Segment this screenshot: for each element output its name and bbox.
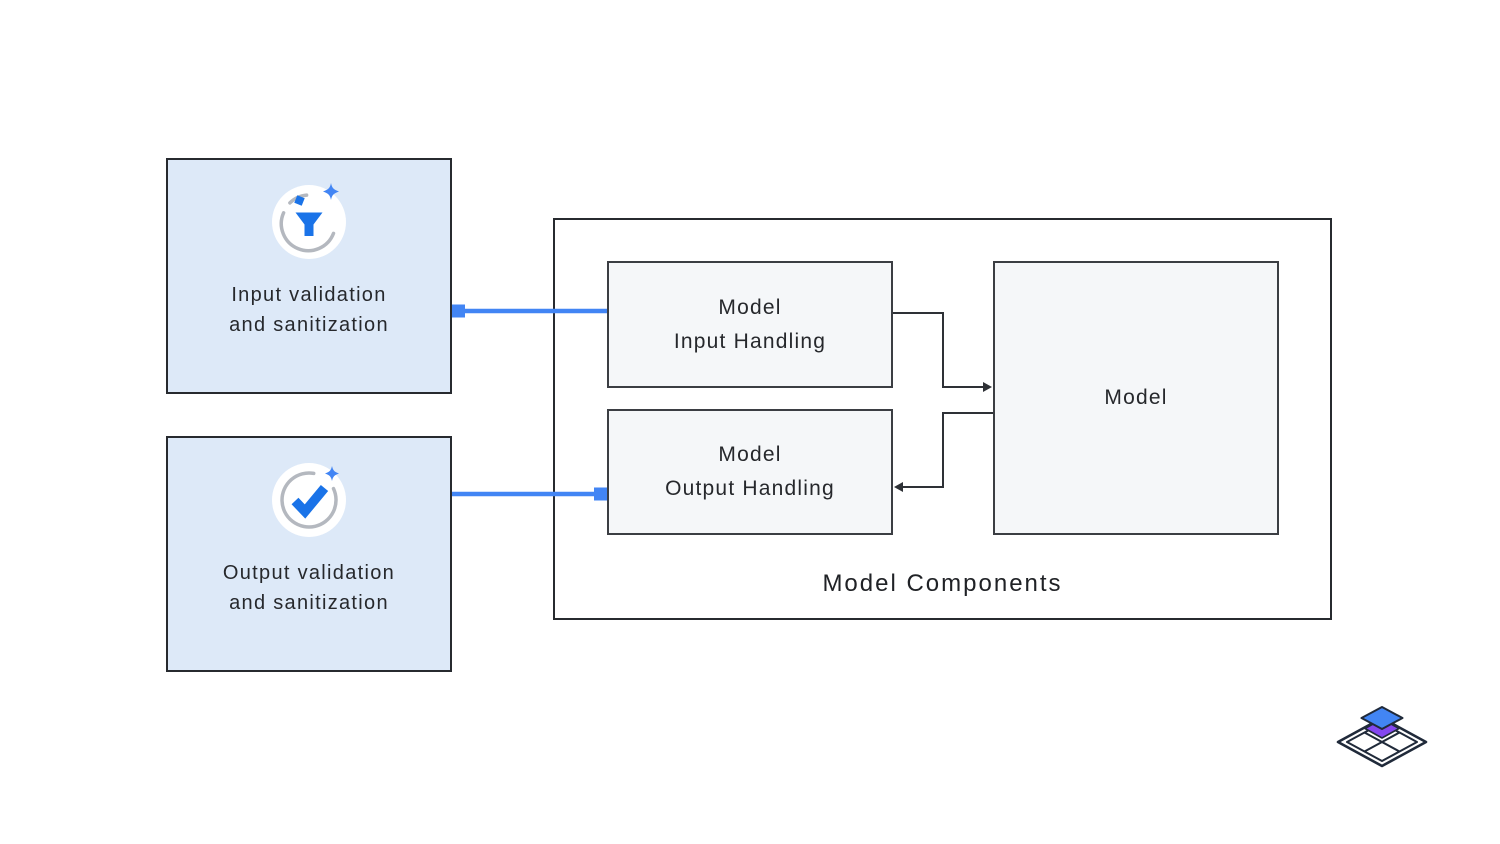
label-line: and sanitization — [229, 592, 389, 614]
box-label-line: Input Handling — [673, 329, 827, 353]
card-input-validation-label: Input validation and sanitization — [229, 280, 389, 340]
sparkle-glyph — [323, 183, 339, 200]
box-model-output-handling: Model Output Handling — [607, 409, 893, 535]
checkmark-glyph — [291, 484, 329, 519]
card-output-validation-label: Output validation and sanitization — [223, 558, 395, 618]
small-diamond-glyph — [294, 195, 305, 206]
check-sparkle-icon — [272, 463, 346, 537]
label-line: and sanitization — [229, 314, 389, 336]
box-label-line: Output Handling — [665, 477, 835, 500]
logo-blue-layer — [1360, 706, 1404, 730]
box-model: Model — [993, 261, 1279, 535]
sparkle-glyph — [325, 466, 339, 481]
box-label-line: Model — [1104, 386, 1168, 409]
model-components-container: Model Input Handling Model Output Handli… — [553, 218, 1332, 620]
funnel-glyph — [295, 212, 323, 236]
box-label-line: Model — [718, 443, 782, 466]
label-line: Input validation — [231, 284, 387, 306]
filter-sparkle-icon — [272, 183, 346, 259]
label-line: Output validation — [222, 562, 396, 584]
card-input-validation: Input validation and sanitization — [166, 158, 452, 394]
box-model-input-handling: Model Input Handling — [607, 261, 893, 388]
connector-square-endpoint — [452, 304, 465, 318]
layered-grid-logo — [1336, 706, 1428, 768]
card-output-validation: Output validation and sanitization — [166, 436, 452, 672]
container-title: Model Components — [822, 570, 1063, 597]
box-label-line: Model — [718, 295, 782, 319]
